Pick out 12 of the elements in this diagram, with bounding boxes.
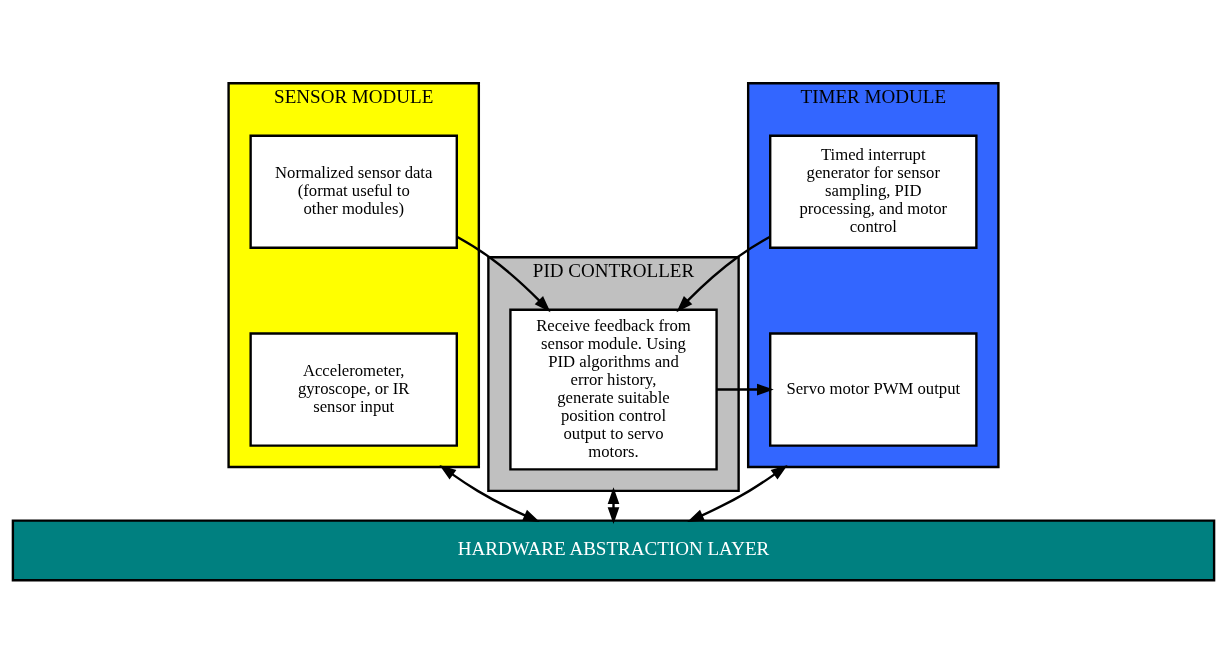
arrow	[687, 464, 788, 522]
arrow	[676, 235, 771, 313]
arrow	[717, 383, 774, 396]
arrow	[439, 464, 540, 522]
arrow	[607, 487, 620, 524]
arrow	[456, 235, 551, 313]
node-box: Timed interrupt generator for sensor sampling, PID processing, and motor control	[769, 134, 978, 249]
node-box: Accelerometer, gyroscope, or IR sensor input	[249, 332, 458, 447]
node-box: Normalized sensor data (format useful to other modules)	[249, 134, 458, 249]
node-box: Receive feedback from sensor module. Using PID algorithms and error history, generate suitable position control output to servo motors.	[509, 308, 718, 471]
node-box: Servo motor PWM output	[769, 332, 978, 447]
node-box: HARDWARE ABSTRACTION LAYER	[11, 519, 1216, 582]
